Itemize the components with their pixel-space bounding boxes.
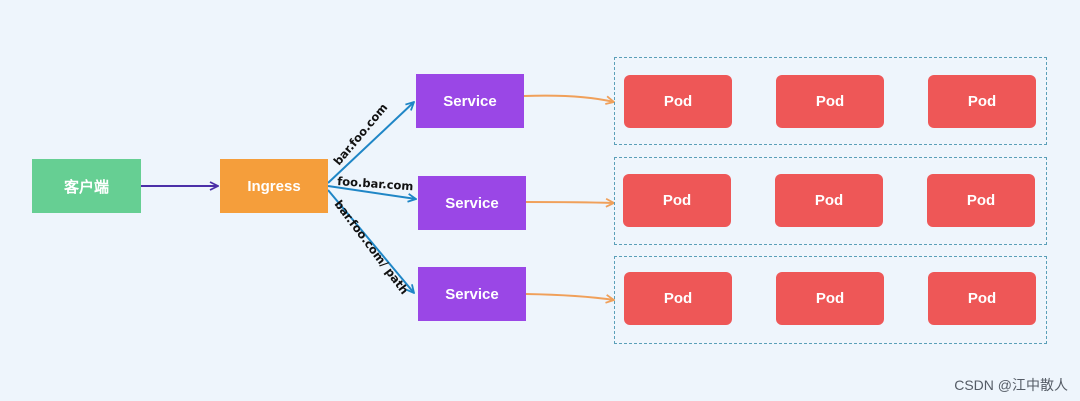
route-label-3: bar.foo.com/ path: [332, 197, 412, 297]
pod-label: Pod: [815, 93, 845, 110]
pod-group-3: [614, 256, 1047, 344]
pod-label: Pod: [966, 192, 996, 209]
pod-1-3: Pod: [928, 75, 1036, 128]
route-label-2: foo.bar.com: [337, 174, 414, 193]
pod-3-2: Pod: [776, 272, 884, 325]
service-label-3: Service: [445, 285, 499, 303]
route-arrow-1: [327, 102, 414, 184]
pod-label: Pod: [663, 290, 693, 307]
pod-group-2: [614, 157, 1047, 245]
pod-group-1: [614, 57, 1047, 145]
service-label-2: Service: [445, 194, 499, 212]
service-node-2: Service: [418, 176, 526, 230]
pod-label: Pod: [662, 192, 692, 209]
client-label: 客户端: [63, 178, 109, 196]
route-label-1: bar.foo.com: [331, 100, 391, 167]
service-node-3: Service: [418, 267, 526, 321]
pod-2-1: Pod: [623, 174, 731, 227]
pod-3-1: Pod: [624, 272, 732, 325]
service-to-pods-arrow-2: [525, 202, 614, 203]
service-to-pods-arrow-3: [525, 293, 614, 300]
pod-label: Pod: [815, 290, 845, 307]
watermark: CSDN @江中散人: [954, 377, 1068, 393]
pod-3-3: Pod: [928, 272, 1036, 325]
route-arrow-3: [327, 189, 414, 293]
service-label-1: Service: [443, 92, 497, 110]
pod-2-3: Pod: [927, 174, 1035, 227]
client-node: 客户端: [32, 159, 141, 213]
service-to-pods-arrow-1: [523, 94, 614, 102]
service-node-1: Service: [416, 74, 524, 128]
pod-1-2: Pod: [776, 75, 884, 128]
pod-2-2: Pod: [775, 174, 883, 227]
pod-1-1: Pod: [624, 75, 732, 128]
pod-label: Pod: [814, 192, 844, 209]
pod-label: Pod: [967, 93, 997, 110]
pod-label: Pod: [663, 93, 693, 110]
ingress-label: Ingress: [247, 177, 301, 195]
ingress-node: Ingress: [220, 159, 328, 213]
pod-label: Pod: [967, 290, 997, 307]
route-arrow-2: [327, 185, 416, 199]
